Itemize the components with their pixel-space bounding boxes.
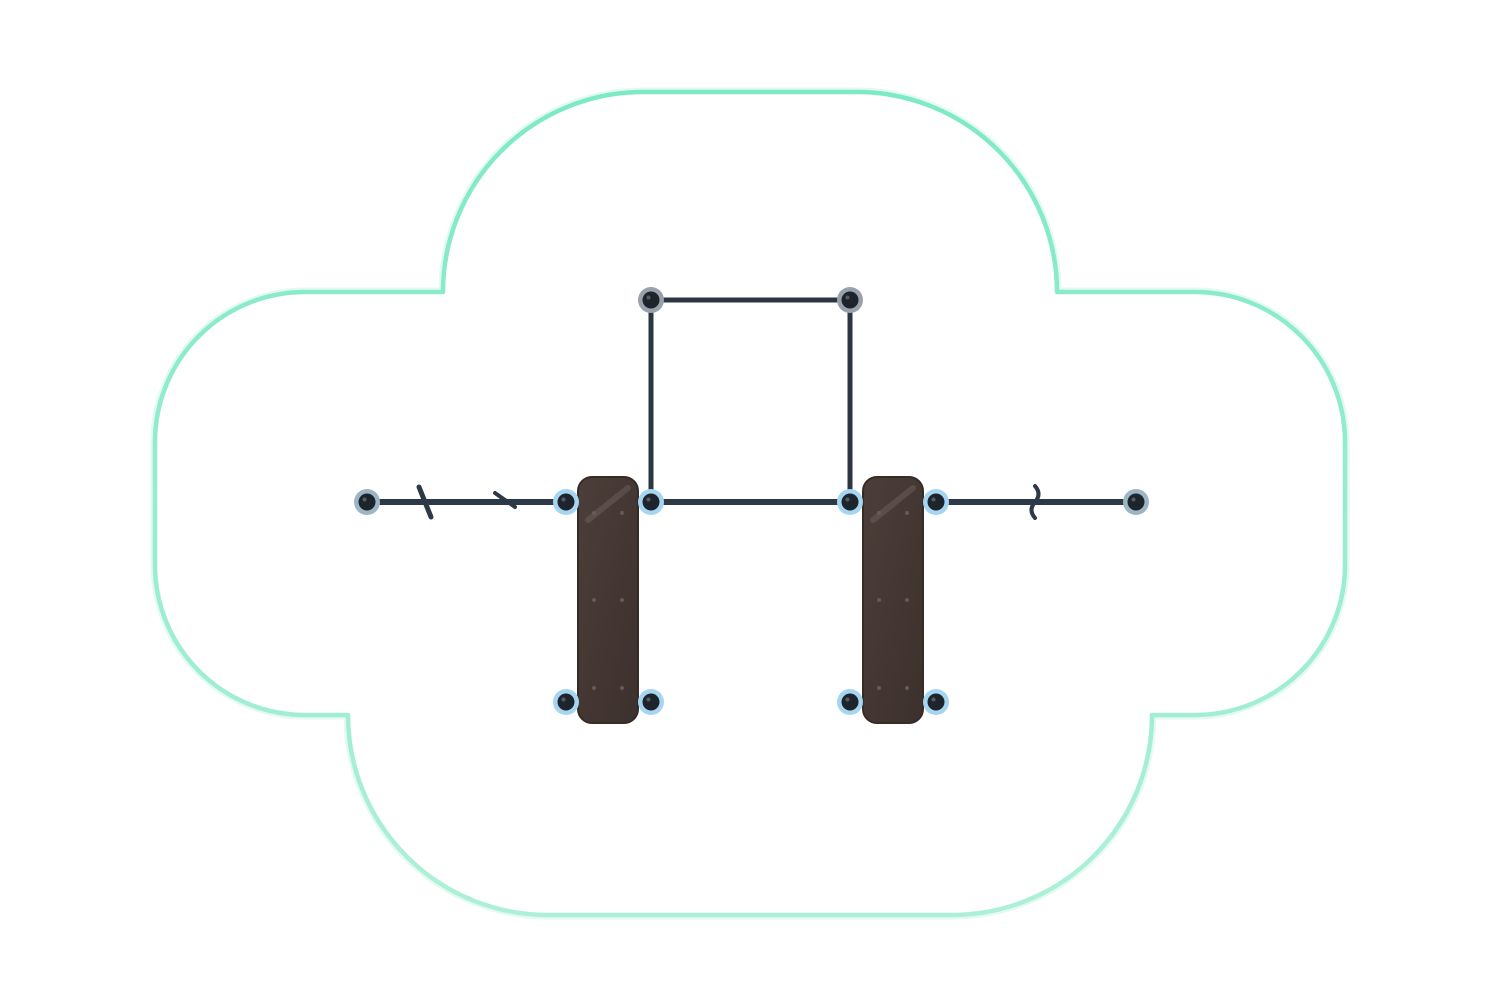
right-panel-screw-dot bbox=[877, 511, 881, 515]
right-panel-screw-dot bbox=[877, 686, 881, 690]
left-panel bbox=[577, 476, 639, 724]
right-panel-post-bottom-right bbox=[923, 689, 949, 715]
end-post-left-highlight bbox=[362, 497, 367, 502]
left-panel-post-bottom-left-core bbox=[557, 693, 575, 711]
left-panel-post-bottom-right bbox=[638, 689, 664, 715]
left-grip-handle-small bbox=[493, 491, 517, 509]
right-panel-post-bottom-left-highlight bbox=[845, 697, 850, 702]
right-panel-post-bottom-left-core bbox=[841, 693, 859, 711]
left-panel-screw-dot bbox=[592, 598, 596, 602]
frame-post-top-left-core bbox=[642, 291, 660, 309]
left-panel-screw-dot bbox=[592, 686, 596, 690]
end-post-right bbox=[1123, 489, 1149, 515]
frame-post-top-right bbox=[837, 287, 863, 313]
right-panel-post-top-left-core bbox=[841, 493, 859, 511]
left-panel-post-top-left-core bbox=[557, 493, 575, 511]
right-panel-screw-dot bbox=[905, 598, 909, 602]
left-panel-post-top-left bbox=[553, 489, 579, 515]
right-panel-screw-dot bbox=[905, 686, 909, 690]
right-panel-post-top-right-highlight bbox=[931, 497, 936, 502]
end-post-right-highlight bbox=[1131, 497, 1136, 502]
end-post-right-core bbox=[1127, 493, 1145, 511]
frame-post-top-left bbox=[638, 287, 664, 313]
left-panel-post-bottom-left-highlight bbox=[561, 697, 566, 702]
posts-layer bbox=[354, 287, 1149, 715]
right-panel-post-top-right bbox=[923, 489, 949, 515]
left-panel-post-bottom-right-highlight bbox=[646, 697, 651, 702]
panels-layer bbox=[577, 476, 924, 724]
right-panel-post-bottom-right-highlight bbox=[931, 697, 936, 702]
left-panel-screw-dot bbox=[620, 686, 624, 690]
right-panel-post-bottom-right-core bbox=[927, 693, 945, 711]
right-wavy-handle bbox=[1029, 484, 1041, 520]
left-panel-screw-dot bbox=[620, 511, 624, 515]
panel-dots-layer bbox=[592, 511, 909, 690]
left-panel-post-top-right bbox=[638, 489, 664, 515]
left-panel-screw-dot bbox=[592, 511, 596, 515]
right-panel-post-top-right-core bbox=[927, 493, 945, 511]
frame-post-top-left-highlight bbox=[646, 295, 651, 300]
end-post-left bbox=[354, 489, 380, 515]
equipment-bars bbox=[364, 297, 1139, 520]
frame-post-top-right-highlight bbox=[845, 295, 850, 300]
right-panel bbox=[862, 476, 924, 724]
left-grip-handle-large bbox=[416, 484, 434, 520]
right-panel-post-bottom-left bbox=[837, 689, 863, 715]
left-panel-post-bottom-right-core bbox=[642, 693, 660, 711]
left-panel-post-top-right-core bbox=[642, 493, 660, 511]
right-panel-post-top-left-highlight bbox=[845, 497, 850, 502]
right-panel-screw-dot bbox=[877, 598, 881, 602]
left-panel-post-top-left-highlight bbox=[561, 497, 566, 502]
frame-post-top-right-core bbox=[841, 291, 859, 309]
right-panel-post-top-left bbox=[837, 489, 863, 515]
left-panel-post-top-right-highlight bbox=[646, 497, 651, 502]
left-panel-post-bottom-left bbox=[553, 689, 579, 715]
left-panel-screw-dot bbox=[620, 598, 624, 602]
end-post-left-core bbox=[358, 493, 376, 511]
right-panel-screw-dot bbox=[905, 511, 909, 515]
